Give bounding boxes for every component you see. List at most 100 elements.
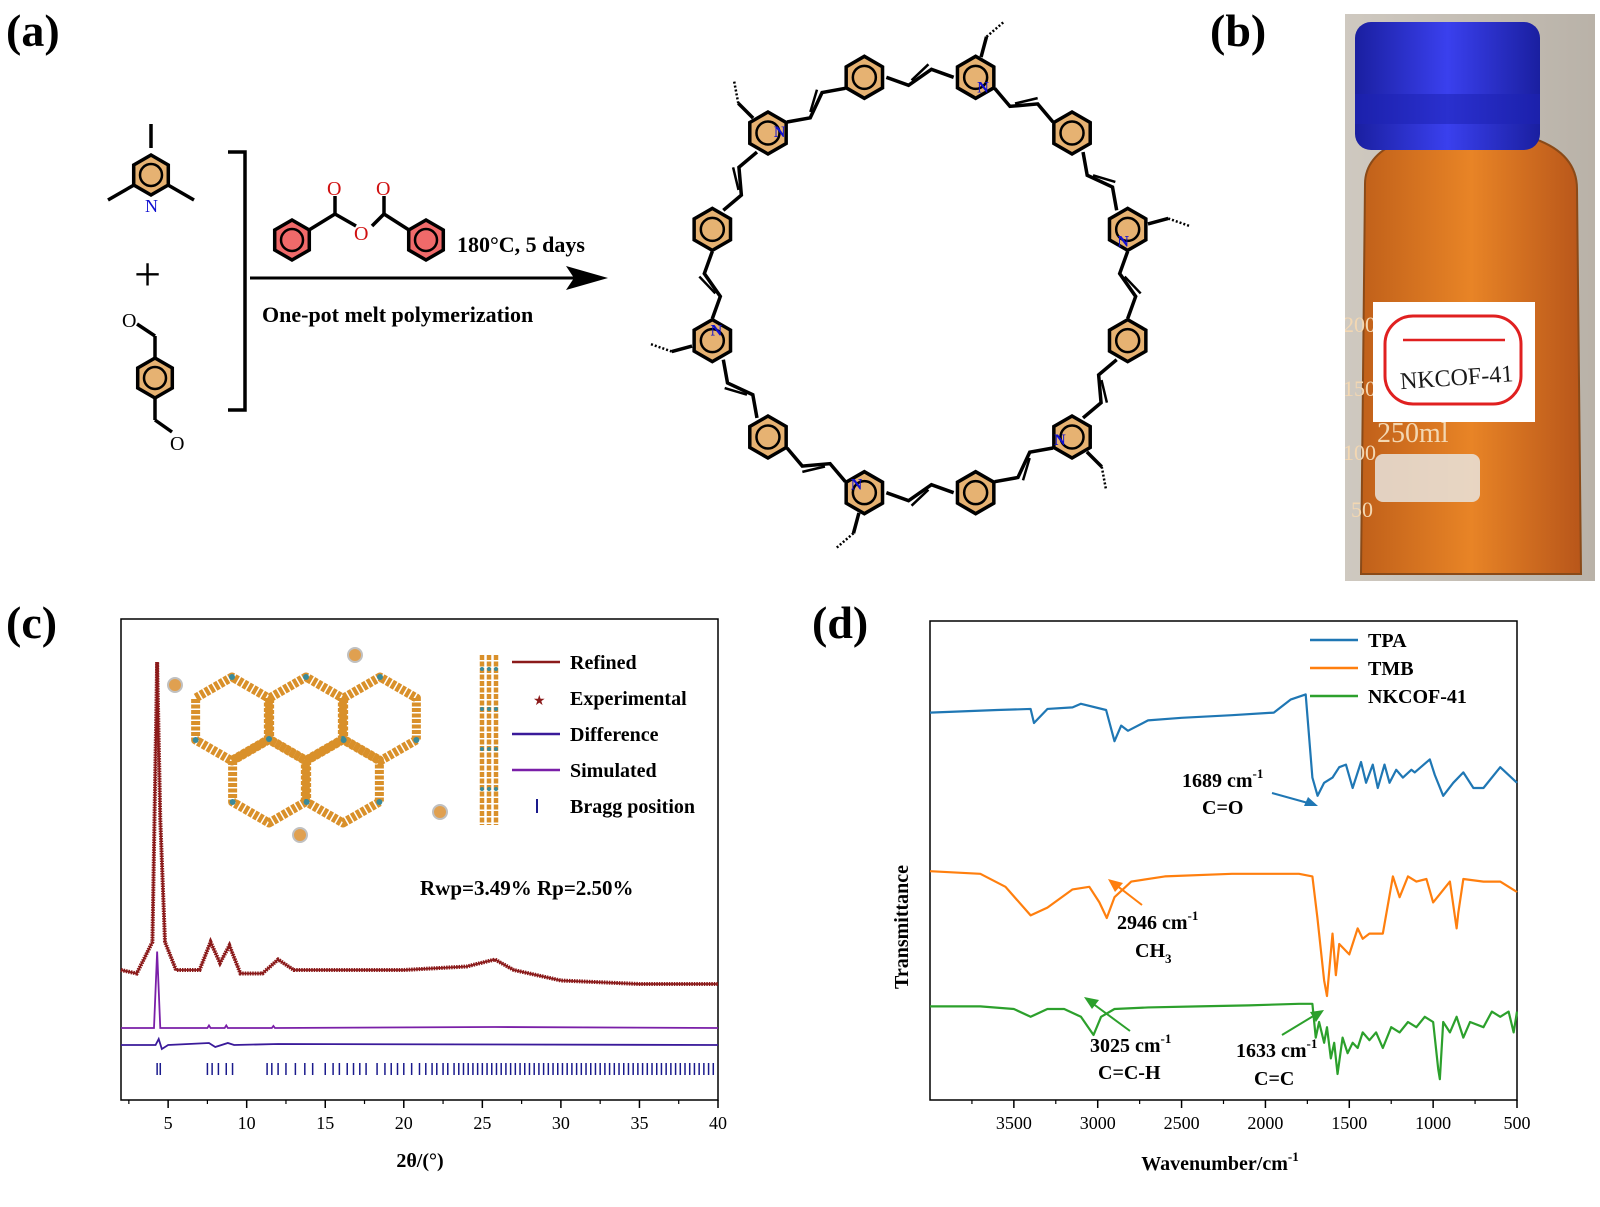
- benzoic-anhydride: O O O: [272, 178, 446, 262]
- panel-label-d: (d): [812, 597, 869, 648]
- x-tick-label: 35: [630, 1113, 648, 1133]
- svg-text:C=C: C=C: [1254, 1068, 1294, 1090]
- svg-text:N: N: [711, 322, 723, 339]
- svg-text:100: 100: [1345, 440, 1376, 465]
- tmb-monomer: N: [107, 124, 195, 216]
- arrow-head: [566, 266, 608, 290]
- x-tick-label: 3500: [996, 1113, 1032, 1133]
- svg-text:1633 cm-1: 1633 cm-1: [1236, 1036, 1317, 1062]
- ftir-legend: TPA TMB NKCOF-41: [1310, 630, 1467, 708]
- vinylene-link: [721, 359, 759, 419]
- svg-text:150: 150: [1345, 376, 1376, 401]
- x-tick-label: 3000: [1080, 1113, 1116, 1133]
- x-tick-label: 1500: [1331, 1113, 1367, 1133]
- svg-text:N: N: [1117, 234, 1129, 251]
- benzene-ring: [1052, 109, 1092, 156]
- x-tick-label: 10: [238, 1113, 256, 1133]
- series-nkcof-41: [930, 1002, 1519, 1081]
- x-tick-label: 5: [164, 1113, 173, 1133]
- series-refined: [120, 661, 718, 985]
- pyridine-ring: [1107, 206, 1148, 253]
- vinylene-link: [1081, 358, 1118, 420]
- svg-text:N: N: [851, 476, 863, 493]
- svg-text:C=C-H: C=C-H: [1098, 1062, 1161, 1084]
- svg-text:N: N: [774, 124, 786, 141]
- svg-text:N: N: [1054, 432, 1066, 449]
- bottle-cap: [1355, 22, 1540, 150]
- vinylene-link: [722, 150, 759, 212]
- vinylene-link: [993, 87, 1055, 124]
- svg-text:O: O: [122, 310, 136, 332]
- stacking-inset: [479, 655, 499, 825]
- legend-refined: Refined: [570, 652, 637, 674]
- annotation-3025: 3025 cm-1 C=C-H: [1084, 997, 1171, 1084]
- vinylene-link: [785, 446, 847, 483]
- vinylene-link: [885, 67, 955, 88]
- ftir-chart: 3500 3000 2500 2000 1500 1000 500 Transmittanc…: [891, 620, 1531, 1175]
- x-tick-label: 40: [709, 1113, 727, 1133]
- benzene-ring: [955, 469, 996, 516]
- legend-difference: Difference: [570, 724, 659, 746]
- vinylene-link: [786, 86, 846, 124]
- svg-text:O: O: [376, 178, 390, 200]
- pyridine-ring: [692, 317, 733, 364]
- series-tpa: [929, 693, 1518, 797]
- pyridine-ring: [748, 109, 788, 156]
- star-icon: ★: [533, 694, 546, 709]
- bracket: [228, 150, 247, 412]
- xrd-legend: Refined ★ Experimental Difference Simula…: [512, 652, 695, 818]
- vinylene-link: [994, 446, 1054, 484]
- panel-label-b: (b): [1210, 5, 1267, 56]
- x-tick-label: 500: [1504, 1113, 1531, 1133]
- svg-text:3025 cm-1: 3025 cm-1: [1090, 1031, 1171, 1057]
- benzene-ring: [844, 54, 885, 101]
- legend-nkcof: NKCOF-41: [1368, 686, 1467, 708]
- series-tmb: [929, 870, 1518, 998]
- annotation-1689: 1689 cm-1 C=O: [1182, 766, 1318, 819]
- panel-label-c: (c): [6, 597, 58, 648]
- series-simulated: [121, 951, 719, 1029]
- vinylene-link: [885, 482, 955, 503]
- legend-simulated: Simulated: [570, 760, 657, 782]
- vinylene-link: [1081, 151, 1119, 211]
- benzene-ring: [748, 414, 788, 461]
- reaction-method: One-pot melt polymerization: [262, 302, 533, 327]
- legend-tpa: TPA: [1368, 630, 1407, 652]
- refinement-stats: Rwp=3.49% Rp=2.50%: [420, 876, 634, 900]
- panel-label-a: (a): [6, 5, 60, 56]
- ftir-xlabel: Wavenumber/cm-1: [1141, 1149, 1299, 1175]
- framework-inset: [167, 647, 448, 843]
- annotation-1633: 1633 cm-1 C=C: [1236, 1010, 1324, 1090]
- legend-bragg: Bragg position: [570, 796, 695, 818]
- svg-text:C=O: C=O: [1202, 797, 1243, 819]
- pyridine-ring: [955, 54, 996, 101]
- reaction-condition: 180°C, 5 days: [457, 232, 585, 257]
- legend-tmb: TMB: [1368, 658, 1414, 680]
- svg-text:50: 50: [1351, 497, 1373, 522]
- svg-text:O: O: [327, 178, 341, 200]
- ftir-ylabel: Transmittance: [891, 865, 913, 989]
- annotation-2946: 2946 cm-1 CH3: [1108, 879, 1198, 966]
- x-tick-label: 25: [473, 1113, 491, 1133]
- xrd-xlabel: 2θ/(°): [396, 1150, 443, 1172]
- svg-text:250ml: 250ml: [1377, 418, 1449, 449]
- pyridine-ring: [1052, 414, 1092, 461]
- tpa-monomer: O O: [122, 310, 184, 455]
- atom-n-label: N: [145, 196, 158, 216]
- svg-text:N: N: [977, 80, 989, 97]
- svg-text:O: O: [170, 433, 184, 455]
- svg-text:O: O: [354, 223, 368, 245]
- x-tick-label: 2500: [1164, 1113, 1200, 1133]
- x-tick-label: 2000: [1247, 1113, 1283, 1133]
- x-tick-label: 30: [552, 1113, 570, 1133]
- benzene-ring: [692, 206, 733, 253]
- svg-text:200: 200: [1345, 312, 1376, 337]
- legend-experimental: Experimental: [570, 688, 687, 710]
- vinylene-link: [702, 250, 723, 320]
- benzene-ring: [1107, 317, 1148, 364]
- x-tick-label: 1000: [1415, 1113, 1451, 1133]
- pyridine-ring: [844, 469, 885, 516]
- vinylene-link: [1117, 250, 1138, 320]
- x-tick-label: 20: [395, 1113, 413, 1133]
